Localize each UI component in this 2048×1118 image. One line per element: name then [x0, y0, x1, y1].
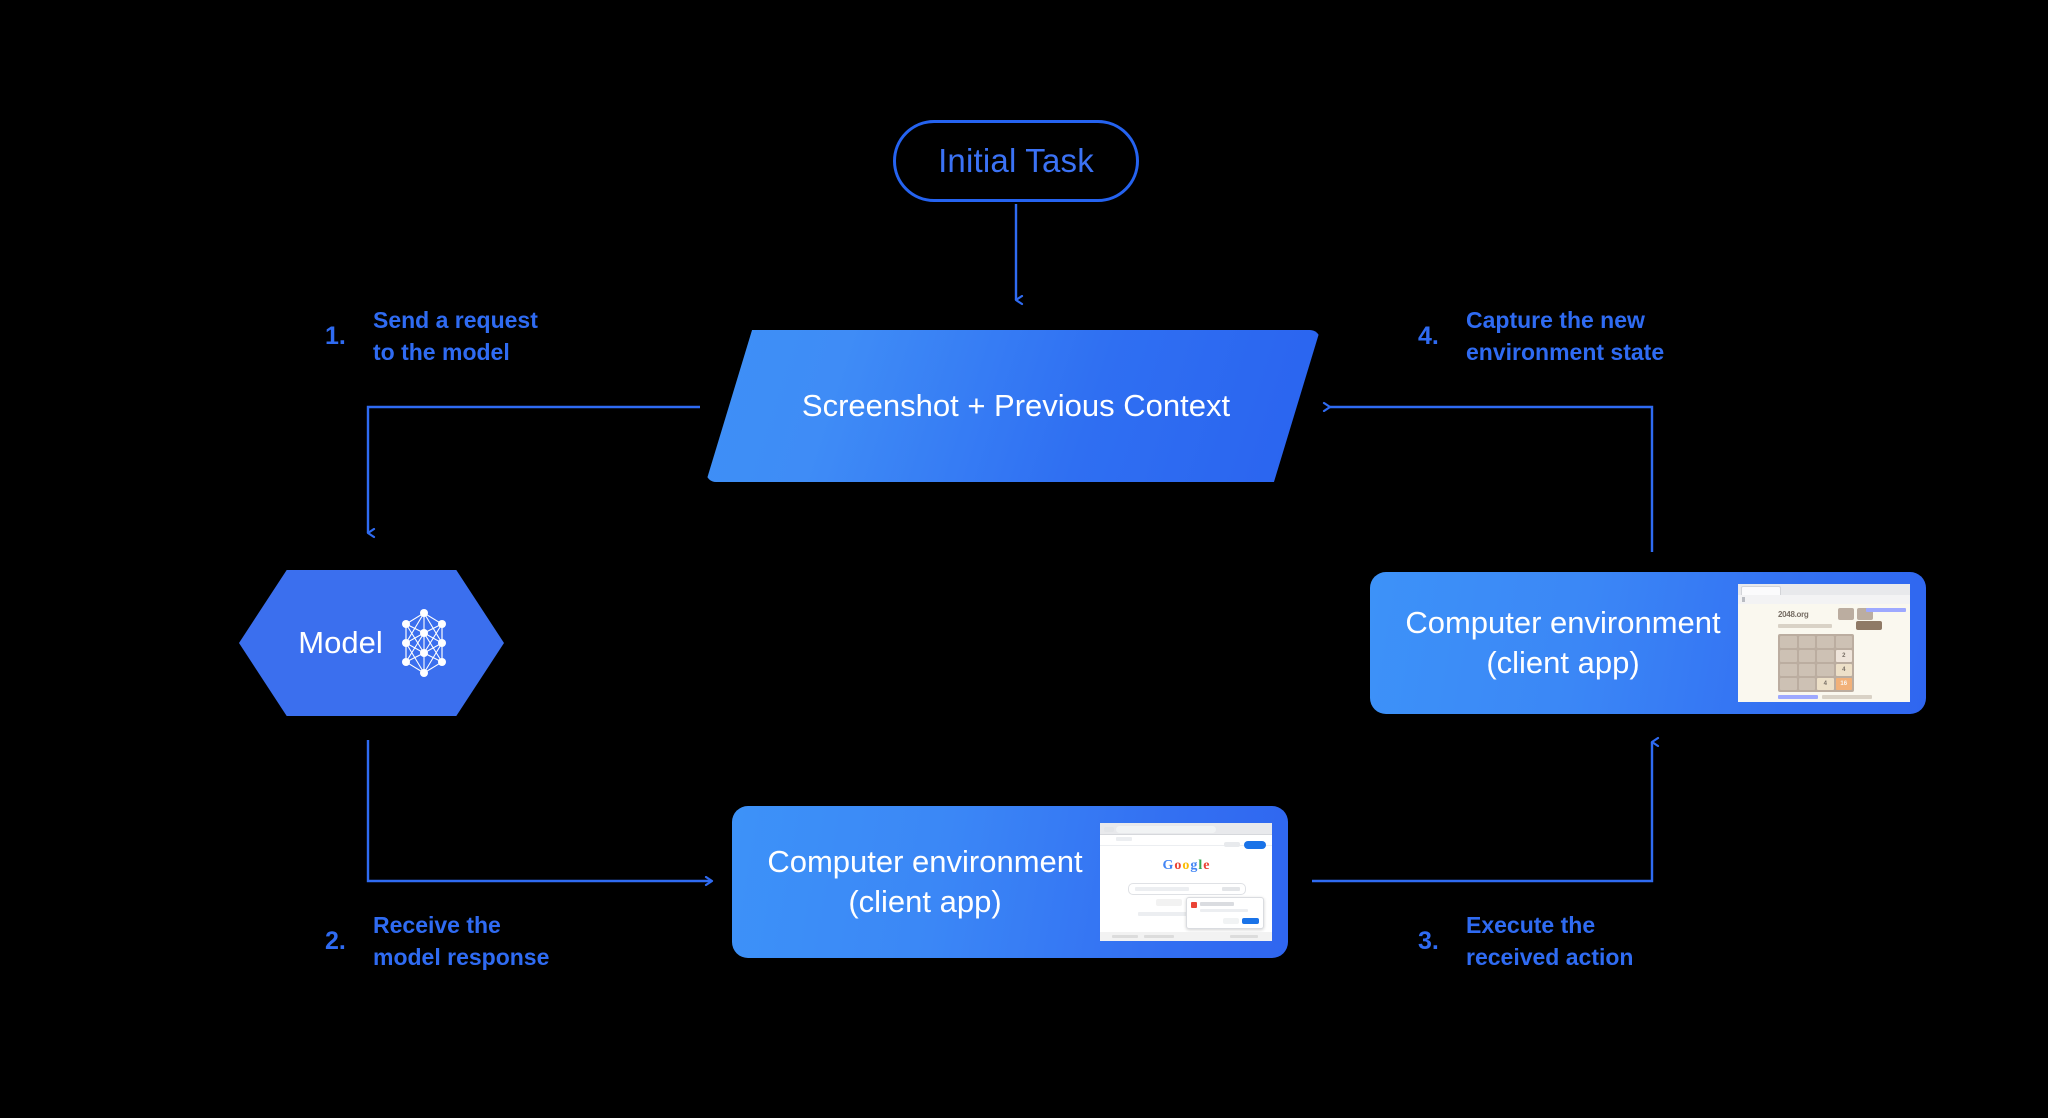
step-1-number: 1.	[325, 322, 346, 351]
tile-r2c2	[1798, 650, 1815, 662]
tile-r1c4	[1835, 636, 1852, 648]
dialog-primary-button[interactable]	[1242, 918, 1259, 924]
step-1-send-request: 1. Send a request to the model	[325, 305, 538, 368]
screenshot-node-label: Screenshot + Previous Context	[801, 388, 1231, 424]
browser-url-text	[1742, 597, 1745, 602]
tile-r4c3: 4	[1817, 678, 1834, 690]
hexagon-shape	[239, 570, 504, 716]
parallelogram-shape	[706, 330, 1320, 482]
tile-r4c4: 16	[1835, 678, 1852, 690]
tile-r1c3	[1817, 636, 1834, 648]
step-3-text: Execute the received action	[1466, 912, 1634, 970]
step-4-text: Capture the new environment state	[1466, 307, 1665, 365]
node-model[interactable]: Model	[239, 570, 504, 716]
footer-link-right	[1230, 935, 1258, 938]
step-1-text: Send a request to the model	[373, 307, 538, 365]
node-screenshot-previous-context[interactable]: Screenshot + Previous Context	[706, 330, 1320, 482]
node-initial-task[interactable]: Initial Task	[893, 120, 1139, 202]
tile-r3c1	[1780, 664, 1797, 676]
step-2-receive-response: 2. Receive the model response	[325, 910, 549, 973]
game-grid[interactable]: 2 4 4 16	[1778, 634, 1854, 692]
game-title: 2048.org	[1778, 610, 1809, 619]
google-search-box[interactable]	[1128, 883, 1246, 895]
step-2-text: Receive the model response	[373, 912, 550, 970]
tile-r3c4: 4	[1835, 664, 1852, 676]
tile-r2c1	[1780, 650, 1797, 662]
browser-tab	[1741, 586, 1781, 595]
dialog-icon	[1191, 902, 1197, 908]
search-placeholder	[1135, 887, 1189, 891]
dialog-secondary-button[interactable]	[1223, 918, 1239, 924]
google-logo-letter-2: o	[1182, 858, 1190, 873]
arrow-environment-bottom-to-right	[1312, 742, 1652, 883]
environment-right-label: Computer environment (client app)	[1405, 604, 1721, 680]
browser-nav-buttons	[1104, 827, 1114, 832]
step-3-execute-action: 3. Execute the received action	[1418, 910, 1633, 973]
dialog-title	[1200, 902, 1234, 906]
model-label: Model	[298, 625, 383, 660]
step-3-number: 3.	[1418, 927, 1439, 956]
tile-r4c1	[1780, 678, 1797, 690]
arrow-model-to-environment-bottom	[366, 740, 712, 881]
google-logo-letter-3: g	[1190, 858, 1198, 873]
initial-task-label: Initial Task	[938, 142, 1094, 179]
tile-r3c2	[1798, 664, 1815, 676]
tile-r1c2	[1798, 636, 1815, 648]
search-input-icons	[1222, 887, 1240, 891]
bookmark-item	[1116, 837, 1132, 841]
game-subtitle	[1778, 624, 1832, 628]
environment-right-thumbnail: 2048.org 2 4	[1738, 584, 1910, 702]
google-logo-letter-0: G	[1162, 858, 1174, 873]
neural-network-icon	[401, 609, 446, 677]
step-4-capture-state: 4. Capture the new environment state	[1418, 305, 1664, 368]
environment-bottom-label: Computer environment (client app)	[767, 843, 1083, 919]
page-links	[1866, 608, 1906, 612]
2048-game-screenshot: 2048.org 2 4	[1738, 584, 1910, 702]
modal-dialog[interactable]	[1186, 897, 1264, 929]
new-game-button[interactable]	[1856, 621, 1882, 630]
arrow-screenshot-to-model	[366, 405, 700, 533]
browser-url-row	[1738, 595, 1910, 604]
tile-r2c3	[1817, 650, 1834, 662]
tile-r3c3	[1817, 664, 1834, 676]
google-logo-letter-1: o	[1174, 858, 1182, 873]
node-environment-right[interactable]: Computer environment (client app) 2048.o…	[1370, 572, 1926, 714]
dialog-body-text	[1200, 909, 1248, 912]
account-controls	[1224, 842, 1240, 847]
step-4-number: 4.	[1418, 322, 1439, 351]
page-footer	[1100, 932, 1272, 941]
tile-r4c2	[1798, 678, 1815, 690]
tile-r1c1	[1780, 636, 1797, 648]
tile-r2c4: 2	[1835, 650, 1852, 662]
footer-link-left	[1112, 935, 1138, 938]
google-logo-letter-5: e	[1203, 858, 1210, 873]
google-search-button[interactable]	[1156, 899, 1182, 906]
browser-bookmarks-row	[1100, 835, 1272, 846]
game-footer-text	[1822, 695, 1872, 699]
sign-in-button[interactable]	[1244, 841, 1266, 849]
browser-address-bar	[1116, 826, 1216, 833]
google-logo-letter-4: l	[1198, 858, 1203, 873]
footer-link-center	[1144, 935, 1174, 938]
game-footer-link	[1778, 695, 1818, 699]
arrow-environment-right-to-screenshot	[1330, 407, 1654, 552]
step-2-number: 2.	[325, 927, 346, 956]
score-box	[1838, 608, 1854, 620]
